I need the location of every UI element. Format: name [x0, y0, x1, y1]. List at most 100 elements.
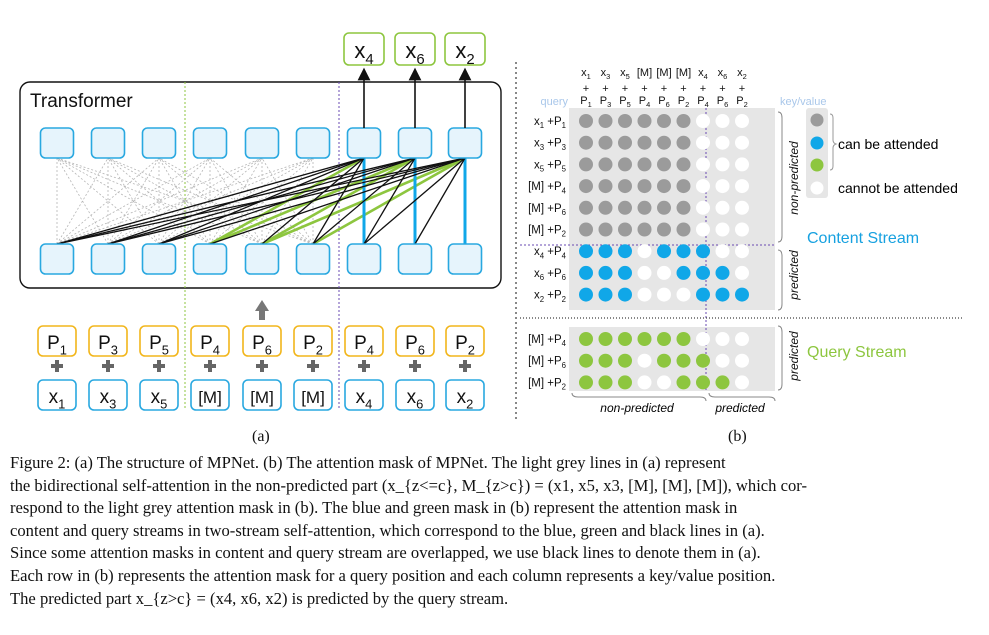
mask-dot-attended [598, 244, 613, 259]
mask-dot-attended [676, 244, 691, 259]
black-attention-line [363, 157, 466, 245]
mask-dot-attended [618, 179, 632, 194]
legend-dot [810, 181, 824, 195]
mask-dot-attended [676, 265, 691, 280]
plus-icon [358, 360, 370, 372]
hidden-node-bottom [244, 243, 280, 275]
hidden-node-bottom [447, 243, 483, 275]
mask-dot-attended [715, 265, 730, 280]
position-box [88, 325, 128, 357]
mask-dot-blocked [696, 332, 710, 346]
hidden-node-top [39, 127, 75, 159]
caption-line-2: the bidirectional self-attention in the … [10, 475, 808, 495]
side-label-non-predicted: non-predicted [787, 141, 801, 215]
token-box [242, 379, 282, 411]
token-box [395, 379, 435, 411]
mask-dot-blocked [735, 375, 749, 390]
black-attention-line [414, 157, 466, 245]
mask-dot-attended [618, 222, 632, 237]
position-token: P2 [455, 333, 475, 357]
mask-dot-attended [598, 114, 613, 128]
hidden-node-top [192, 127, 228, 159]
plus-icon [307, 360, 319, 372]
token-box [37, 379, 77, 411]
mask-dot-attended [657, 135, 671, 150]
caption-line-4: content and query streams in two-stream … [10, 520, 765, 540]
col-header-token: x4 [698, 67, 708, 81]
col-header-plus: + [719, 83, 725, 95]
mask-dot-blocked [735, 222, 749, 237]
row-header: x6 +P6 [534, 268, 566, 282]
bottom-label-non-predicted: non-predicted [600, 401, 674, 415]
position-token: P1 [47, 333, 67, 357]
row-bracket [777, 249, 783, 311]
figure-caption: Figure 2: (a) The structure of MPNet. (b… [10, 452, 982, 610]
mask-dot-blocked [637, 353, 652, 368]
mask-dot-blocked [696, 114, 710, 128]
position-token: P6 [252, 333, 272, 357]
mask-dot-attended [598, 157, 613, 172]
bottom-bracket [708, 392, 776, 402]
col-header-position: P4 [639, 95, 651, 109]
mask-dot-blocked [715, 244, 730, 259]
row-header: x4 +P4 [534, 246, 567, 260]
mask-dot-blocked [637, 375, 652, 390]
query-stream-label: Query Stream [807, 344, 907, 361]
mask-dot-attended [696, 375, 710, 390]
hidden-node-bottom [397, 243, 433, 275]
mask-dot-blocked [735, 114, 749, 128]
mask-dot-blocked [715, 222, 730, 237]
mask-dot-blocked [735, 332, 749, 346]
mask-dot-blocked [657, 287, 671, 302]
col-header-token: x6 [718, 67, 728, 81]
plus-icon [153, 360, 165, 372]
input-token: x4 [356, 387, 373, 411]
token-box [293, 379, 333, 411]
mask-dot-attended [696, 353, 710, 368]
input-token: x3 [100, 387, 117, 411]
mask-dot-attended [676, 222, 691, 237]
col-header-position: P6 [717, 95, 729, 109]
mask-dot-attended [618, 375, 632, 390]
mask-dot-blocked [696, 200, 710, 215]
mask-dot-blocked [735, 353, 749, 368]
mask-dot-blocked [637, 244, 652, 259]
mask-dot-attended [579, 287, 593, 302]
plus-icon [51, 360, 63, 372]
legend-dot [810, 113, 824, 127]
col-header-token: [M] [637, 67, 652, 79]
col-header-position: P4 [697, 95, 709, 109]
content-stream-label: Content Stream [807, 230, 919, 247]
mask-dot-attended [598, 265, 613, 280]
plus-icon [102, 360, 114, 372]
col-header-plus: + [739, 83, 745, 95]
mask-dot-attended [657, 244, 671, 259]
mask-dot-blocked [696, 135, 710, 150]
mask-dot-blocked [715, 179, 730, 194]
position-token: P5 [149, 333, 169, 357]
mask-dot-attended [579, 353, 593, 368]
legend-bracket [829, 113, 838, 171]
plus-icon [409, 360, 421, 372]
token-box [88, 379, 128, 411]
mask-dot-attended [637, 114, 652, 128]
mask-dot-attended [637, 200, 652, 215]
col-header-position: P2 [678, 95, 690, 109]
mask-dot-attended [676, 179, 691, 194]
bottom-label-predicted: predicted [714, 401, 765, 415]
black-attention-line [209, 157, 466, 245]
mask-dot-attended [618, 200, 632, 215]
mask-dot-attended [676, 135, 691, 150]
grey-attention-line [209, 157, 263, 245]
output-box [444, 32, 486, 66]
position-box [293, 325, 333, 357]
grey-attention-line [56, 157, 211, 245]
position-box [445, 325, 485, 357]
legend-can-attend: can be attended [838, 136, 938, 152]
input-token: x1 [49, 387, 66, 411]
mask-dot-attended [579, 265, 593, 280]
panel-b-attention-mask: x1+P1x3+P3x5+P5[M]+P4[M]+P6[M]+P2x4+P4x6… [520, 67, 962, 415]
col-header-plus: + [700, 83, 706, 95]
mask-dot-attended [598, 222, 613, 237]
grey-attention-line [107, 157, 314, 245]
